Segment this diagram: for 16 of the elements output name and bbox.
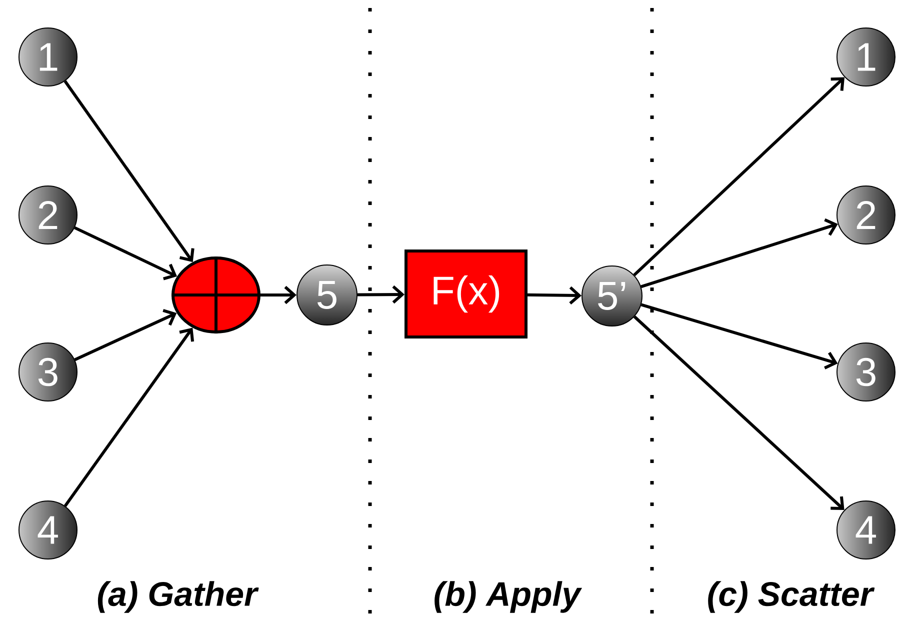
arrow — [633, 316, 844, 510]
arrow — [260, 286, 296, 304]
panel-caption: (a) Gather — [98, 581, 259, 613]
panel-caption: (c) Scatter — [708, 581, 875, 613]
arrow — [74, 309, 177, 362]
function-box: F(x) — [404, 250, 528, 338]
arrow — [74, 226, 178, 280]
arrow — [527, 286, 582, 305]
arrow — [358, 285, 404, 304]
arrow — [633, 77, 845, 276]
panel-caption: (b) Apply — [434, 581, 582, 613]
summation-symbol — [170, 255, 262, 335]
arrow — [640, 303, 838, 370]
arrow — [640, 218, 838, 288]
arrow — [64, 328, 194, 507]
arrow — [64, 80, 194, 262]
